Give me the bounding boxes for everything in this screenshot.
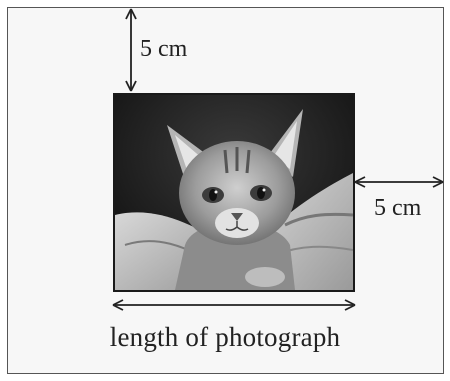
top-margin-label: 5 cm <box>140 36 188 62</box>
kitten-photograph <box>113 93 355 292</box>
right-margin-label: 5 cm <box>374 195 422 221</box>
photo-length-caption: length of photograph <box>109 322 341 352</box>
kitten-image <box>115 95 353 290</box>
